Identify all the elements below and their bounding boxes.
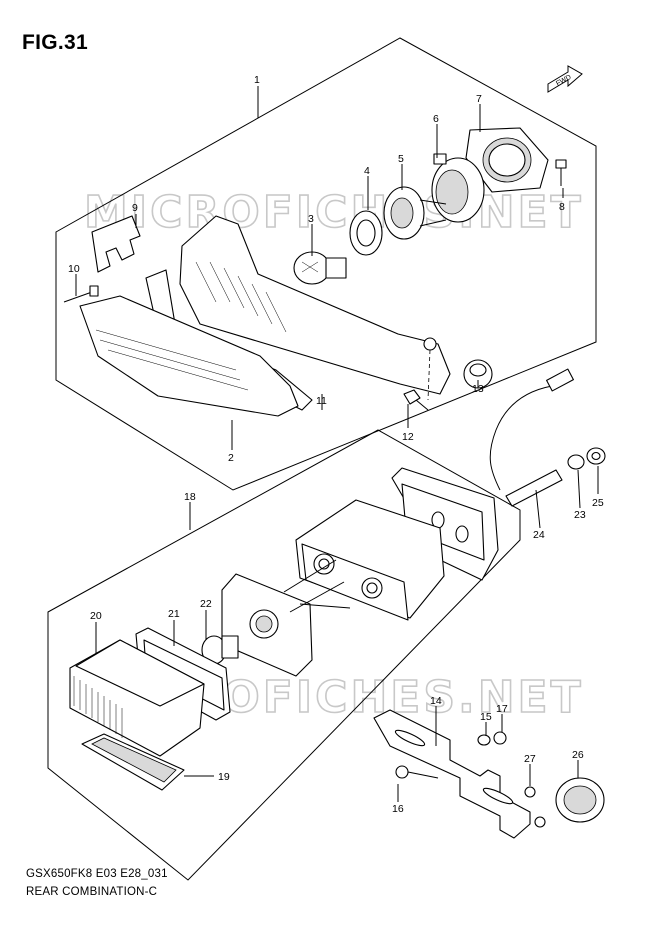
part-6-socket	[431, 153, 485, 223]
assembly-18-frame	[47, 429, 521, 881]
part-4-ring	[349, 210, 383, 256]
part-2-lens	[79, 295, 299, 417]
part-23-washer	[567, 454, 585, 470]
callout-25: 25	[592, 497, 604, 509]
callout-17: 17	[496, 703, 508, 715]
callout-20: 20	[90, 610, 102, 622]
part-plate-holder	[221, 559, 351, 677]
assembly-dashed-line	[427, 349, 431, 401]
figure-name: REAR COMBINATION-C	[26, 886, 158, 898]
callout-21: 21	[168, 608, 180, 620]
part-17-nut	[493, 731, 507, 745]
part-12-screw	[403, 389, 429, 411]
callout-22: 22	[200, 598, 212, 610]
part-7-gasket	[465, 127, 549, 193]
figure-title: FIG.31	[22, 31, 88, 54]
callout-15: 15	[480, 711, 492, 723]
part-19-reflector	[81, 733, 185, 791]
callout-3: 3	[308, 213, 314, 225]
part-15-washer	[477, 734, 491, 746]
leader-lines	[75, 86, 599, 802]
part-18-tail-light-body	[295, 467, 499, 621]
part-16-screw	[395, 765, 439, 779]
callout-8: 8	[559, 201, 565, 213]
callout-24: 24	[533, 529, 545, 541]
callout-5: 5	[398, 153, 404, 165]
part-8-screw	[555, 159, 567, 186]
callout-14: 14	[430, 695, 442, 707]
callout-11: 11	[316, 395, 327, 407]
fwd-arrow-icon: FWD	[547, 65, 583, 93]
part-5-bulb-socket	[383, 186, 447, 240]
callout-2: 2	[228, 452, 234, 464]
callout-19: 19	[218, 771, 230, 783]
figure-code: GSX650FK8 E03 E28_031	[26, 868, 168, 880]
callout-10: 10	[68, 263, 80, 275]
part-22-bulb	[201, 635, 239, 665]
wire-harness	[489, 368, 574, 491]
part-14-bracket	[373, 709, 546, 839]
callout-9: 9	[132, 202, 138, 214]
callout-27: 27	[524, 753, 536, 765]
callout-1: 1	[254, 74, 260, 86]
callout-18: 18	[184, 491, 196, 503]
callout-13: 13	[472, 383, 484, 395]
callout-23: 23	[574, 509, 586, 521]
assembly-1-frame	[55, 37, 597, 491]
part-24-spacer	[505, 469, 563, 507]
part-9-clip	[91, 215, 141, 273]
callout-4: 4	[364, 165, 370, 177]
callout-6: 6	[433, 113, 439, 125]
svg-text:FWD: FWD	[555, 74, 572, 88]
part-26-cap	[555, 777, 605, 823]
callout-26: 26	[572, 749, 584, 761]
watermark-top: MICROFICHES.NET	[84, 187, 584, 238]
callout-12: 12	[402, 431, 414, 443]
part-25-nut	[586, 447, 606, 465]
part-3-bulb	[293, 251, 347, 285]
part-27-nut	[524, 786, 536, 798]
part-20-lens	[69, 639, 205, 757]
callout-16: 16	[392, 803, 404, 815]
callout-7: 7	[476, 93, 482, 105]
part-10-screw	[63, 285, 99, 303]
